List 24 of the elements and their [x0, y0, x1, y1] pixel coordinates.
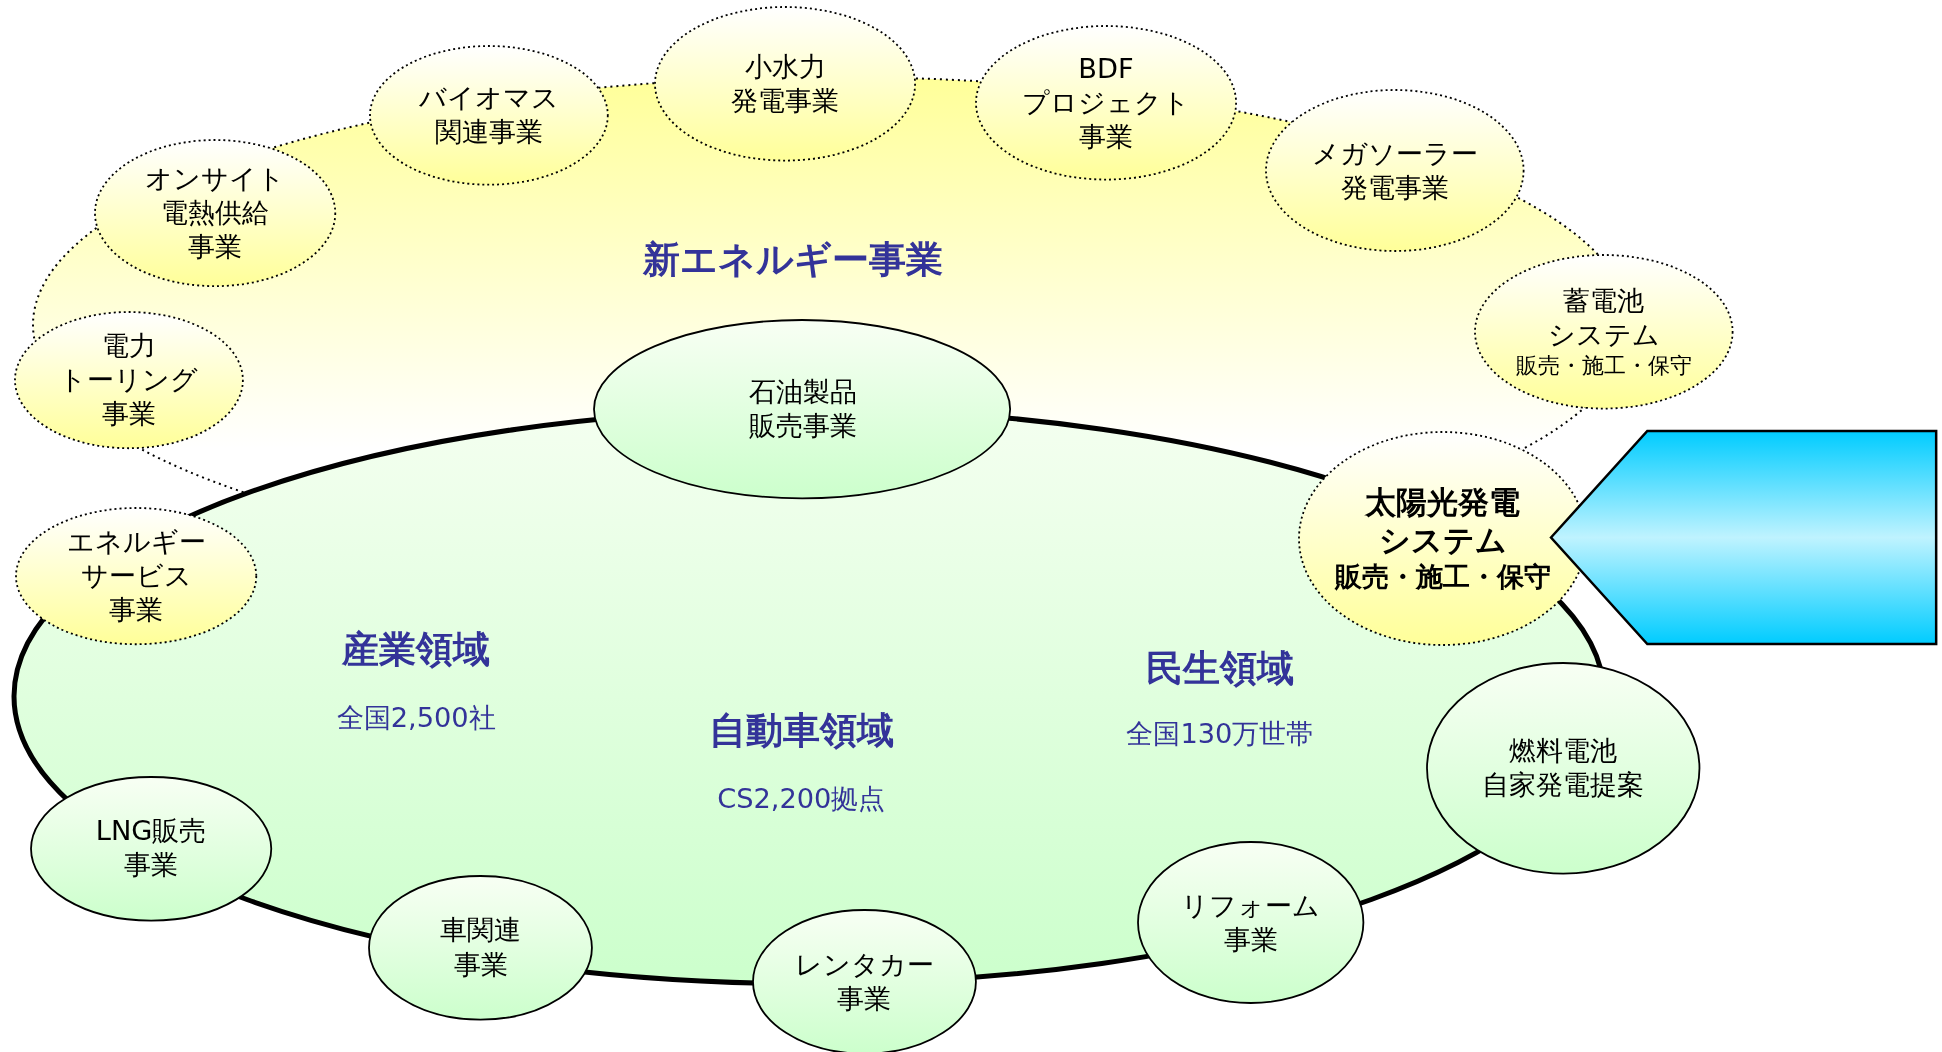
area-heading: 産業領域: [342, 627, 491, 673]
area-heading: 自動車領域: [708, 707, 894, 754]
bubble-label: リフォーム事業: [1181, 888, 1321, 957]
area-heading: 新エネルギー事業: [642, 236, 943, 283]
bubble-label: オンサイト電熱供給事業: [145, 161, 286, 265]
bubble-label: 販売・施工・保守: [1334, 560, 1551, 595]
bubble-label: メガソーラー発電事業: [1311, 136, 1478, 205]
bubble-label: レンタカー事業: [794, 948, 934, 1017]
bubble-label: 電力トーリング事業: [59, 329, 199, 432]
bubble-label: BDFプロジェクト事業: [1022, 51, 1190, 154]
bubble-label: 全国2,500社: [336, 701, 496, 736]
bubble-label: 燃料電池自家発電提案: [1482, 733, 1644, 802]
bubble-label: エネルギーサービス事業: [66, 524, 206, 627]
area-heading: 民生領域: [1145, 645, 1294, 692]
bubble-label: 太陽光発電システム: [1365, 483, 1521, 561]
bubble-label: 小水力発電事業: [731, 50, 840, 119]
bubble-label: CS2,200拠点: [717, 781, 886, 816]
bubble-label: 販売・施工・保守: [1515, 352, 1692, 380]
bubble-label: 石油製品販売事業: [748, 374, 857, 443]
bubble-label: バイオマス関連事業: [419, 81, 560, 150]
bubble-label: 蓄電池システム: [1547, 283, 1660, 352]
bubble-label: 車関連事業: [440, 913, 522, 982]
bubble-label: LNG販売事業: [95, 814, 207, 883]
bubble-label: 全国130万世帯: [1126, 717, 1314, 752]
